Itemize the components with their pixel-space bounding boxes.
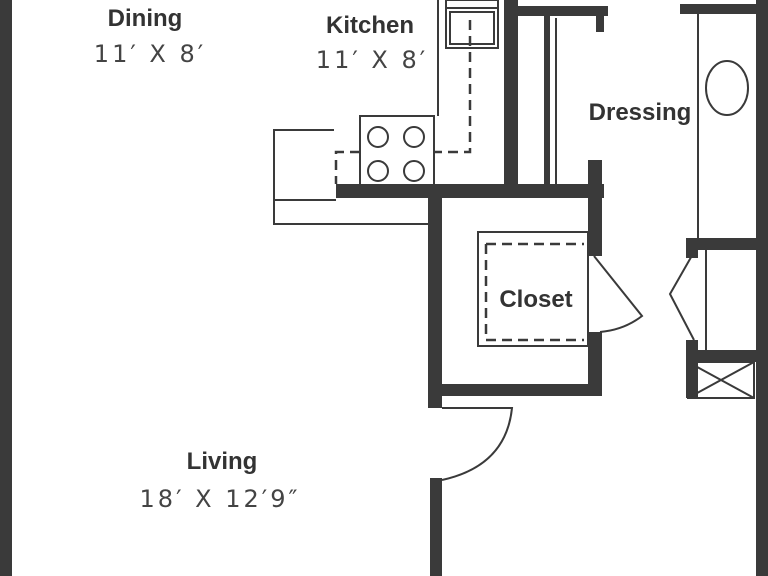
wall-kitchen-bottom — [336, 184, 604, 198]
dressing-label: Dressing — [589, 99, 692, 126]
living-dims: 18′ X 12′9″ — [140, 485, 301, 513]
wall-kitchen-right — [504, 0, 518, 198]
wall-closet-left — [428, 198, 442, 408]
entry-door-swing-icon — [441, 407, 514, 481]
dining-dims: 11′ X 8′ — [94, 40, 206, 68]
wall-laundry-bottom — [686, 350, 756, 362]
wall-laundry-left — [686, 238, 698, 258]
closet-outline — [477, 231, 589, 347]
living-label: Living — [187, 448, 258, 475]
wall-bath-divider — [686, 238, 756, 250]
dressing-partition — [544, 16, 550, 184]
wall-bath-top — [680, 4, 756, 14]
kitchen-counter-lower — [273, 200, 428, 225]
door-swing-icon — [593, 255, 644, 333]
wall-dressing-right — [596, 6, 604, 32]
upper-cabinets-dashed — [334, 20, 472, 184]
wall-right-exterior — [756, 0, 768, 576]
kitchen-label: Kitchen — [326, 12, 414, 39]
refrigerator-icon — [445, 0, 499, 49]
kitchen-counter — [273, 129, 336, 201]
wall-top-stub — [518, 6, 608, 16]
wall-entry-left — [430, 478, 442, 576]
bifold-door-icon — [668, 251, 695, 341]
sink-icon — [705, 60, 749, 116]
wall-closet-bottom — [428, 384, 600, 396]
stove-icon — [359, 115, 435, 187]
wall-closet-right-lower — [588, 332, 602, 396]
wall-left-exterior — [0, 0, 12, 576]
dining-label: Dining — [108, 5, 183, 32]
wall-closet-right-upper — [588, 160, 602, 256]
kitchen-dims: 11′ X 8′ — [316, 46, 428, 74]
closet-label: Closet — [499, 286, 572, 313]
closet-shelf-dashed — [484, 242, 584, 342]
washer-dryer-icon — [687, 361, 755, 399]
